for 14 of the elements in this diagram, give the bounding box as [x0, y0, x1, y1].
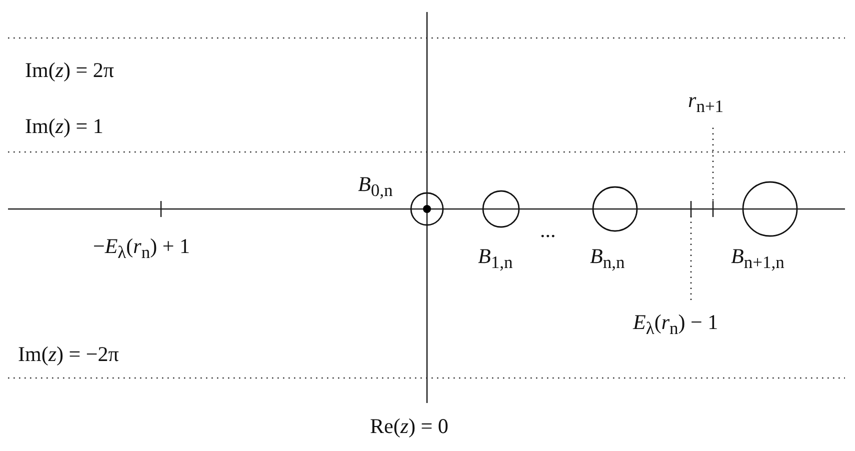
axis-label: Im(z) = 1 [25, 116, 104, 137]
axis-label: Im(z) = −2π [18, 344, 119, 365]
region-label: B$_{n,n}$ [590, 246, 625, 272]
region-label: E$_{λ}$(r$_{n}$) − 1 [633, 312, 718, 338]
axis-label: ... [540, 220, 556, 241]
leader-line [690, 215, 692, 300]
region-label: B$_{n+1,n}$ [731, 246, 784, 272]
axis-label: −E$_{λ}$(r$_{n}$) + 1 [93, 236, 190, 262]
region-label: r$_{n+1}$ [688, 90, 724, 116]
region-label: B$_{1,n}$ [478, 246, 513, 272]
axis-label: Im(z) = 2π [25, 60, 114, 81]
region-label: B$_{0,n}$ [358, 174, 393, 200]
leader-line [712, 128, 714, 203]
axis-label: Re(z) = 0 [370, 416, 448, 437]
